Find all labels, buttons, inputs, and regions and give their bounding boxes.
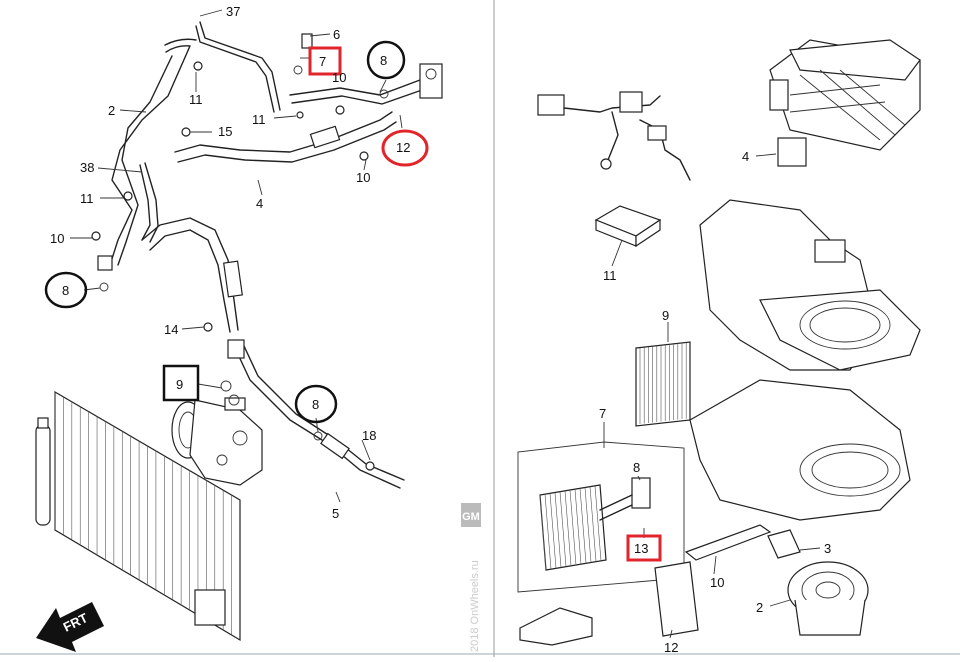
callout-10-right-panel: 10: [710, 575, 724, 590]
wiring-harness: [537, 91, 691, 181]
callout-18: 18: [362, 428, 376, 443]
line-4: [174, 111, 393, 153]
highlight-circle-8-right: [294, 384, 338, 424]
callout-6: 6: [333, 27, 340, 42]
callout-3-right: 3: [824, 541, 831, 556]
hose-2-top: [199, 21, 281, 111]
callout-4: 4: [256, 196, 263, 211]
expansion-valve: [631, 477, 651, 509]
callout-8-right: 8: [312, 397, 319, 412]
watermark: GM 2018 OnWheels.ru: [461, 503, 481, 652]
callout-7: 7: [319, 54, 326, 69]
gm-badge-text: GM: [462, 511, 480, 523]
callout-7-right: 7: [599, 406, 606, 421]
duct-piece: [519, 607, 593, 646]
callout-12: 12: [396, 140, 410, 155]
highlight-box-13: [626, 534, 662, 562]
callout-8-valve: 8: [633, 460, 640, 475]
callout-14: 14: [164, 322, 178, 337]
filter-pad-12: [654, 561, 699, 637]
actuator: [777, 137, 807, 167]
right-callouts: 4 11 9 7 8 13 3 10 2 12: [599, 149, 831, 655]
callout-11-top: 11: [189, 92, 203, 107]
callout-13: 13: [634, 541, 648, 556]
callout-4-right: 4: [742, 149, 749, 164]
resistor-3: [767, 529, 801, 559]
callout-2: 2: [108, 103, 115, 118]
muffler: [309, 125, 341, 149]
blower-motor-2: [787, 561, 869, 636]
callout-8-left: 8: [62, 283, 69, 298]
callout-9-right: 9: [662, 308, 669, 323]
callout-12-right: 12: [664, 640, 678, 655]
suction-hose: [141, 217, 239, 331]
receiver-drier: [35, 424, 51, 526]
cabin-filter-9: [635, 341, 691, 427]
left-callouts: 37 6 7 8 10 11 2 11 15 12 38 10 11 4 10 …: [50, 4, 410, 521]
blower-case: [689, 379, 911, 521]
callout-10-top: 10: [332, 70, 346, 85]
callout-5: 5: [332, 506, 339, 521]
callout-11-left: 11: [80, 191, 94, 206]
seal-strip-10: [684, 524, 772, 561]
gm-badge: [461, 503, 481, 527]
left-ac-lines-drawing: FRT: [35, 9, 443, 652]
callout-11-right: 11: [603, 268, 617, 283]
right-hvac-drawing: [517, 39, 921, 646]
callout-2-right: 2: [756, 600, 763, 615]
callout-38: 38: [80, 160, 94, 175]
highlight-box-7: [308, 46, 342, 76]
condenser: [35, 390, 241, 642]
hose-2-left: [109, 45, 191, 266]
callout-37: 37: [226, 4, 240, 19]
main-housing: [699, 199, 921, 371]
highlight-circle-8-top: [366, 40, 406, 80]
highlight-circle-8-left: [44, 271, 88, 309]
highlight-circle-12: [381, 129, 429, 167]
filter-pad-11: [594, 205, 662, 248]
line-5: [235, 349, 401, 489]
callout-10-left: 10: [50, 231, 64, 246]
expansion-block: [419, 63, 443, 99]
callout-11-mid: 11: [252, 112, 266, 127]
highlight-box-9: [162, 364, 200, 402]
callout-10-right: 10: [356, 170, 370, 185]
callout-15: 15: [218, 124, 232, 139]
pipe-38: [139, 164, 151, 241]
callout-9: 9: [176, 377, 183, 392]
compressor: [171, 397, 263, 486]
frt-arrow: FRT: [36, 602, 104, 652]
upper-housing: [769, 39, 921, 151]
watermark-text: 2018 OnWheels.ru: [469, 560, 481, 652]
callout-8-top: 8: [380, 53, 387, 68]
